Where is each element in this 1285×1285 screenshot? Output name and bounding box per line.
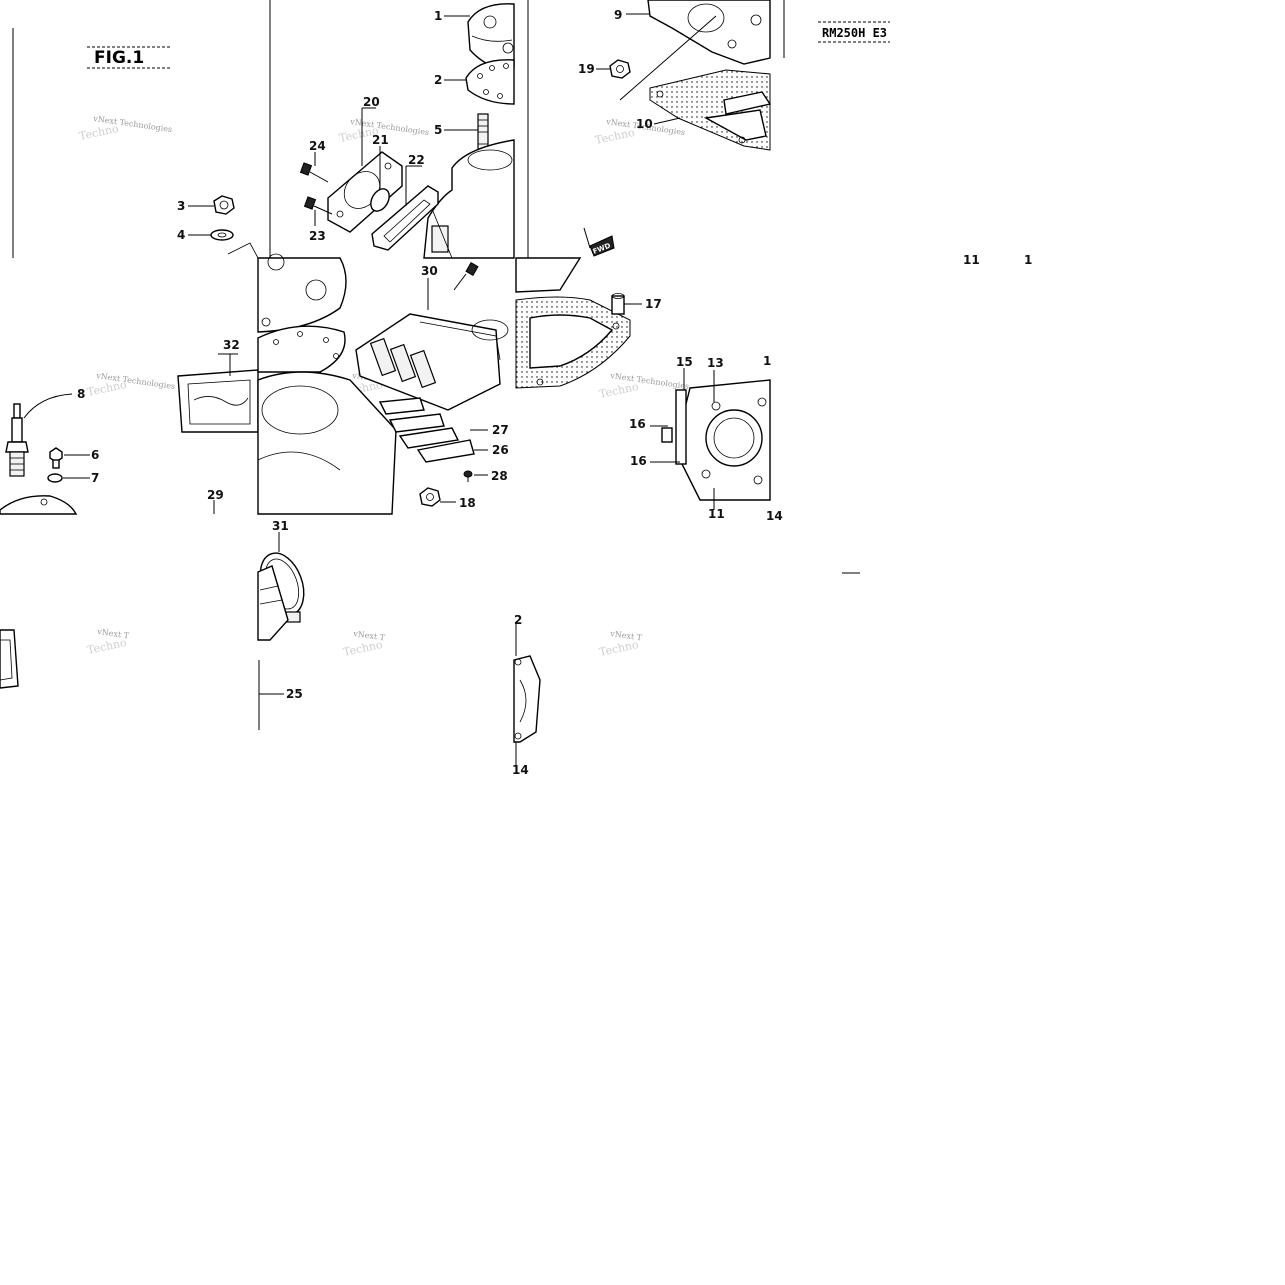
tile-top-left: FIG.1 vNext Technologies Techno 3 4 — [12, 28, 259, 259]
base-gasket-part — [649, 69, 772, 151]
callout-23: 23 — [309, 229, 326, 243]
washer-part — [210, 229, 234, 241]
tile-top-middle: vNext Technologies Techno 1 2 — [269, 0, 515, 259]
callout-5: 5 — [434, 123, 442, 137]
spark-plug-part — [5, 403, 29, 477]
washer-part — [47, 473, 63, 483]
head-gasket-part — [465, 59, 515, 105]
callout-32: 32 — [223, 338, 240, 352]
callout-15: 15 — [676, 355, 693, 369]
tile-bottom-left: vNext T Techno — [0, 627, 130, 689]
callout-3: 3 — [177, 199, 185, 213]
exhaust-flange-part — [661, 379, 771, 501]
callout-10: 10 — [636, 117, 653, 131]
watermark: vNext Technologies Techno — [78, 114, 173, 143]
flange-nut-part — [609, 59, 631, 79]
tile-bottom-middle: vNext T Techno 31 25 — [257, 519, 386, 730]
reed-plate-part — [327, 151, 403, 233]
o-ring-part — [370, 188, 390, 212]
svg-text:Techno: Techno — [598, 380, 640, 401]
callout-7: 7 — [91, 471, 99, 485]
svg-text:Techno: Techno — [86, 378, 128, 399]
watermark: vNext T Techno — [598, 629, 643, 659]
callout-28: 28 — [491, 469, 508, 483]
callout-27: 27 — [492, 423, 509, 437]
manifold-gasket-part — [371, 185, 439, 251]
svg-text:Techno: Techno — [342, 638, 384, 659]
crankcase-gasket-part — [515, 257, 631, 389]
dowel-pin-part — [611, 293, 625, 315]
fragment-label: 1 — [1024, 253, 1032, 267]
bolt-part — [453, 261, 479, 291]
callout-24: 24 — [309, 139, 326, 153]
intake-gasket-part — [177, 369, 259, 433]
callout-17: 17 — [645, 297, 662, 311]
callout-20: 20 — [363, 95, 380, 109]
callout-25: 25 — [286, 687, 303, 701]
flange-nut-part — [213, 195, 235, 215]
tile-middle-right: vNext Technologies Techno FWD 17 — [515, 227, 783, 523]
callout-21: 21 — [372, 133, 389, 147]
fragment-label: 14 — [512, 763, 529, 777]
fragment-label: 11 — [963, 253, 980, 267]
figure-title: FIG.1 — [94, 48, 144, 68]
exhaust-flange-part — [513, 655, 541, 743]
reed-petal-part — [378, 397, 475, 463]
tile-top-far-right: RM250H E3 11 1 — [783, 0, 1032, 267]
callout-31: 31 — [272, 519, 289, 533]
callout-4: 4 — [177, 228, 185, 242]
callout-8: 8 — [77, 387, 85, 401]
reed-valve-part — [355, 313, 509, 411]
callout-16: 16 — [630, 454, 647, 468]
tile-top-right: vNext Technologies Techno 9 19 10 — [527, 0, 772, 258]
svg-text:Techno: Techno — [86, 636, 128, 657]
intake-pipe-part — [257, 565, 289, 641]
cylinder-body-part — [389, 139, 515, 259]
callout-22: 22 — [408, 153, 425, 167]
callout-18: 18 — [459, 496, 476, 510]
callout-1: 1 — [434, 9, 442, 23]
cylinder-part — [257, 371, 397, 515]
cylinder-part — [647, 0, 771, 65]
callout-13: 13 — [707, 356, 724, 370]
model-code: RM250H E3 — [822, 26, 887, 40]
callout-16: 16 — [629, 417, 646, 431]
fragment-label: 1 — [763, 354, 771, 368]
watermark: vNext T Techno — [342, 629, 386, 659]
screw-part — [463, 470, 473, 482]
bolt-part — [49, 447, 63, 469]
flange-nut-part — [419, 487, 441, 507]
cylinder-head-part — [467, 3, 515, 70]
svg-text:Techno: Techno — [598, 638, 640, 659]
bolt-part — [299, 162, 329, 183]
callout-2: 2 — [434, 73, 442, 87]
tile-middle: vNext Technologies Techno — [257, 253, 509, 515]
fragment-label: 11 — [708, 507, 725, 521]
tile-bottom-right: vNext T Techno 2 14 — [512, 572, 860, 777]
svg-text:Techno: Techno — [594, 126, 636, 147]
watermark: vNext T Techno — [86, 627, 130, 657]
watermark: vNext Technologies Techno — [86, 371, 176, 399]
callout-29: 29 — [207, 488, 224, 502]
callout-6: 6 — [91, 448, 99, 462]
callout-26: 26 — [492, 443, 509, 457]
callout-19: 19 — [578, 62, 595, 76]
bolt-part — [303, 196, 333, 215]
callout-30: 30 — [421, 264, 438, 278]
callout-9: 9 — [614, 8, 622, 22]
head-gasket-part — [257, 325, 346, 373]
cylinder-head-part — [257, 253, 347, 333]
svg-text:Techno: Techno — [78, 122, 120, 143]
fragment-label: 14 — [766, 509, 783, 523]
fragment-label: 2 — [514, 613, 522, 627]
intake-gasket-part — [0, 629, 19, 689]
forward-direction-arrow: FWD — [583, 227, 615, 257]
tile-middle-left: vNext Technologies Techno 8 6 7 — [0, 338, 259, 515]
